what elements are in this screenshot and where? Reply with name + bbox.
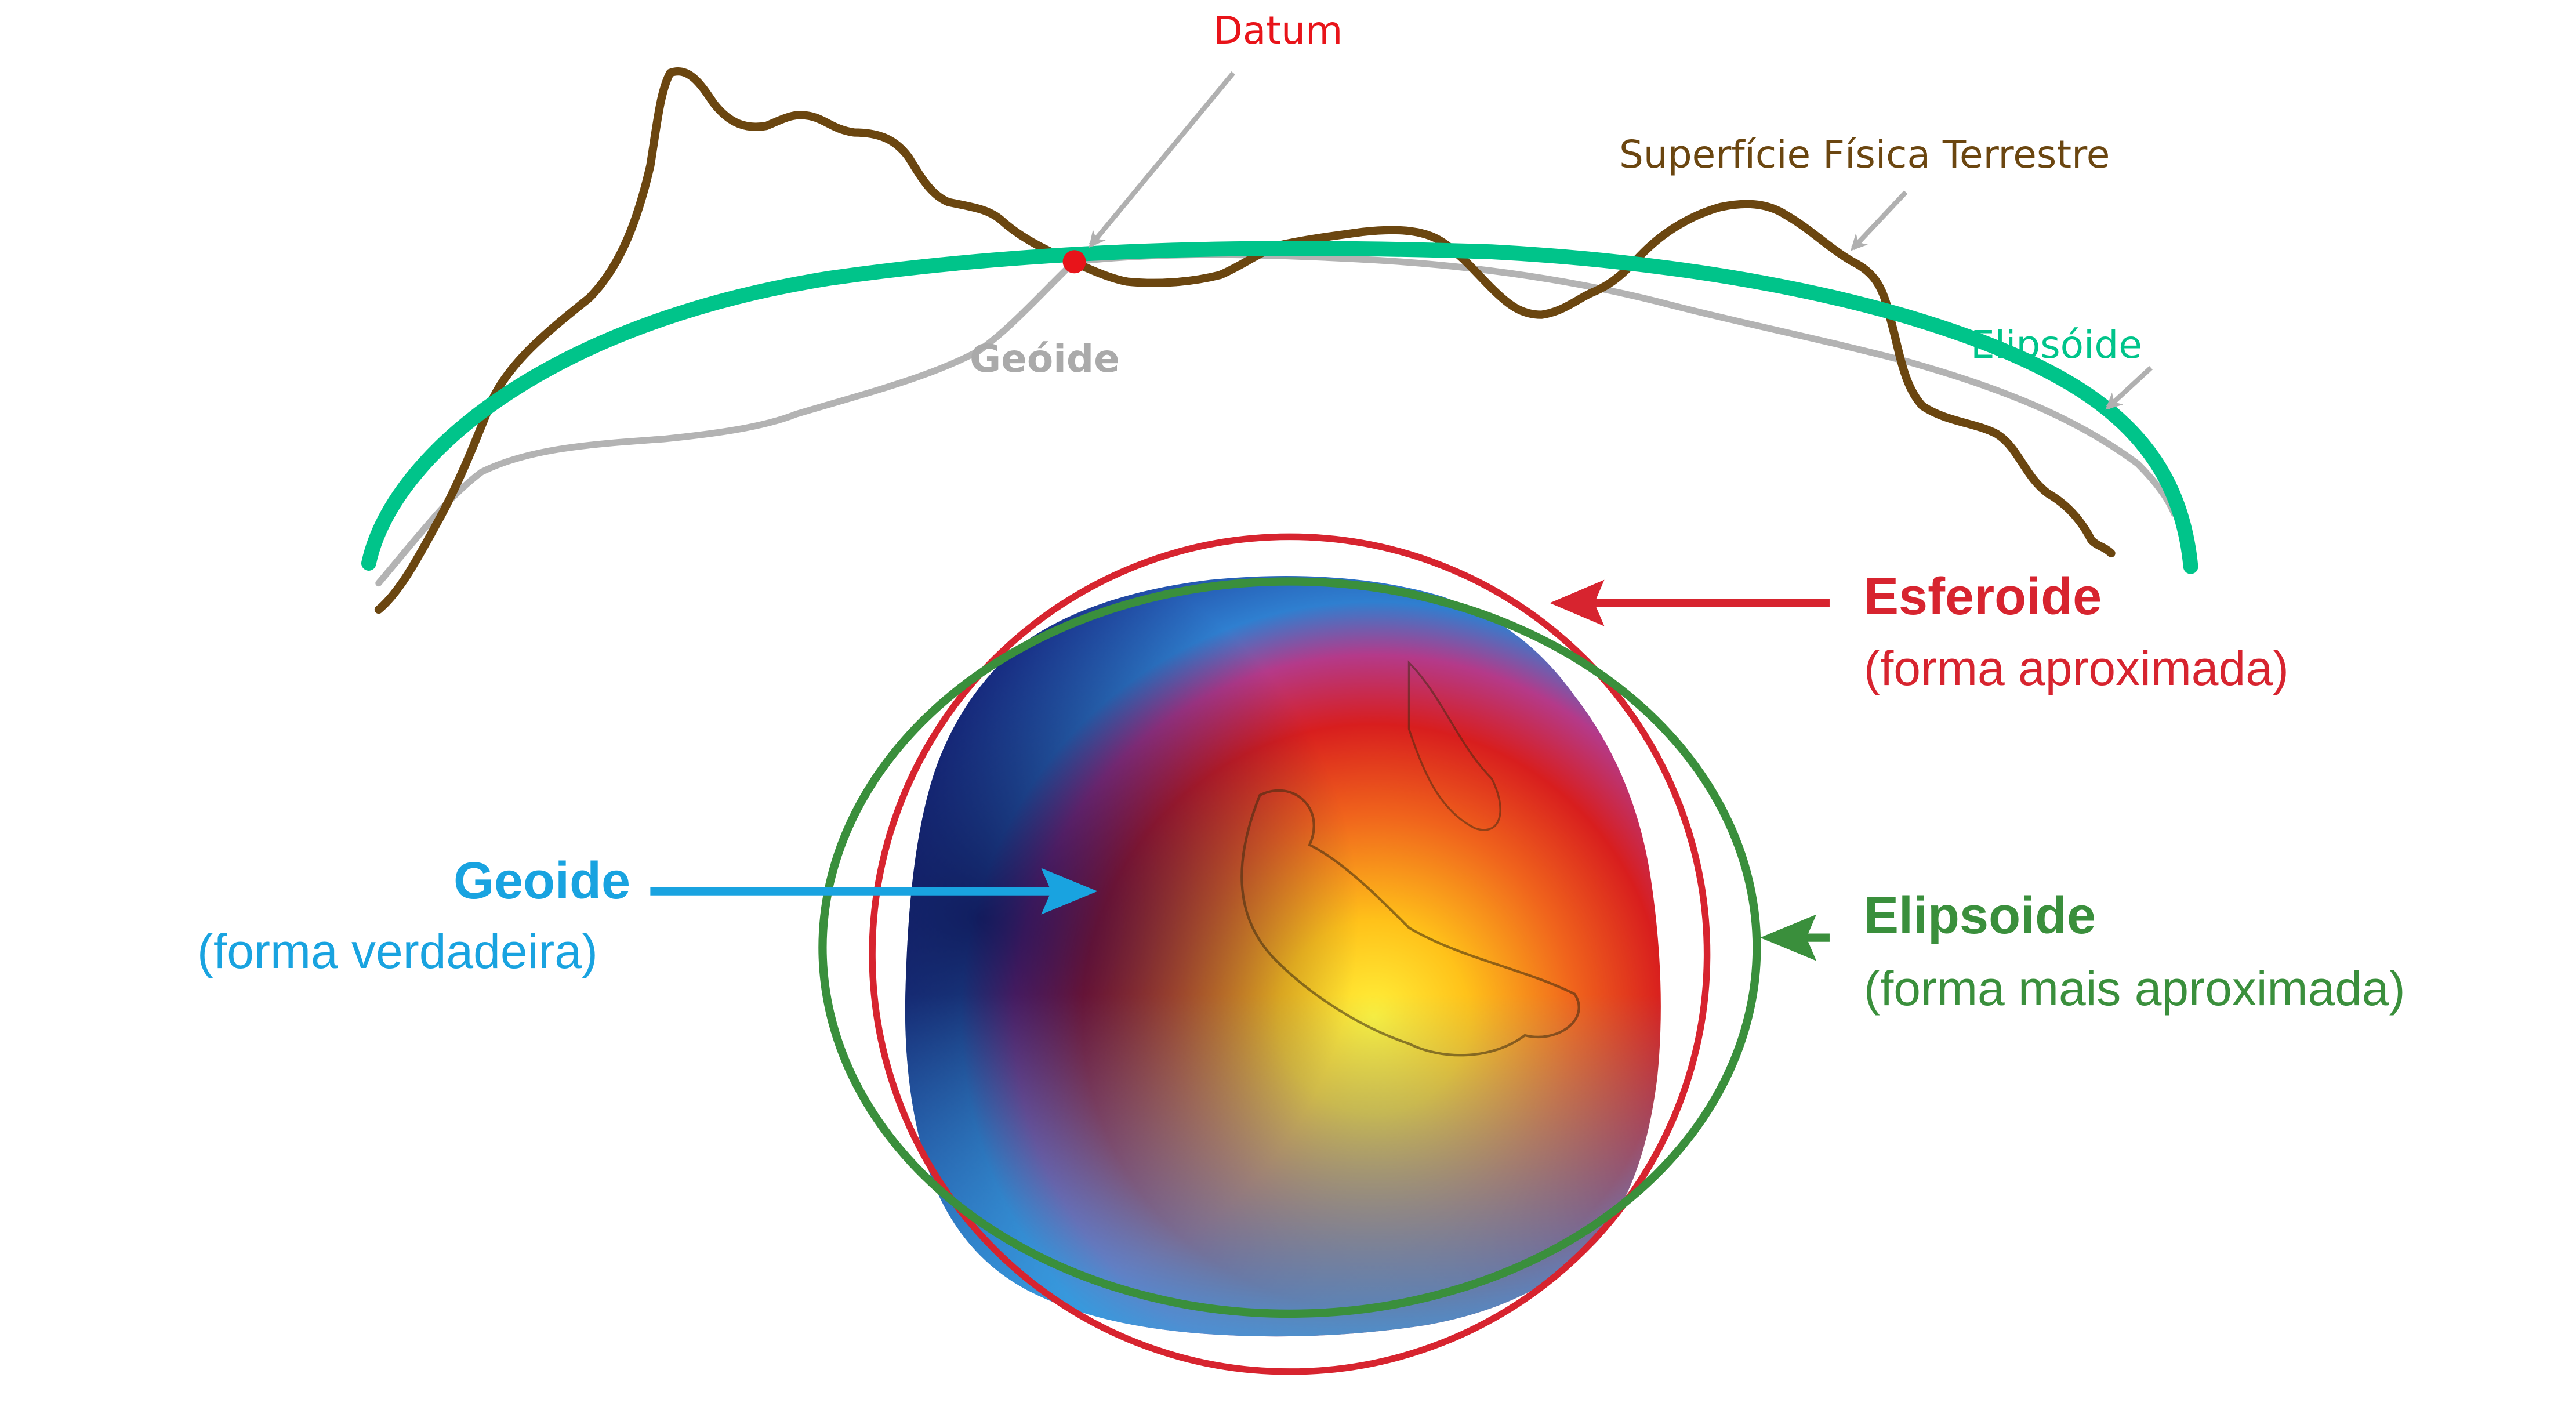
- datum-label: Datum: [1213, 8, 1343, 53]
- physical-surface-curve: [374, 67, 2116, 614]
- surface-label: Superfície Física Terrestre: [1619, 132, 2110, 177]
- geoide-arrow: [650, 868, 1098, 915]
- surface-pointer-arrow: [1851, 190, 1908, 251]
- ellipsoid-pointer-arrow: [2105, 365, 2153, 410]
- elipsoide-ellipse: [818, 577, 1761, 1318]
- continent-outline-2: [1407, 660, 1501, 831]
- ellipsoid-label-top: Elipsóide: [1971, 322, 2142, 367]
- esferoide-title: Esferoide: [1864, 568, 2102, 626]
- elipsoide-subtitle: (forma mais aproximada): [1864, 961, 2406, 1016]
- geoid-label-top: Geóide: [970, 336, 1120, 381]
- datum-pointer-arrow: [1089, 71, 1236, 248]
- geoide-title: Geoide: [453, 852, 631, 910]
- elipsoide-arrow: [1760, 914, 1830, 961]
- datum-point: [1062, 250, 1086, 274]
- continent-outline: [1240, 789, 1580, 1057]
- ellipsoid-curve: [361, 241, 2198, 574]
- esferoide-subtitle: (forma aproximada): [1864, 641, 2289, 695]
- esferoide-arrow: [1550, 579, 1830, 626]
- esferoide-circle: [869, 533, 1711, 1375]
- elipsoide-title: Elipsoide: [1864, 887, 2096, 945]
- geoid-ocean-tint: [905, 576, 1661, 1337]
- geoide-subtitle: (forma verdadeira): [197, 924, 598, 978]
